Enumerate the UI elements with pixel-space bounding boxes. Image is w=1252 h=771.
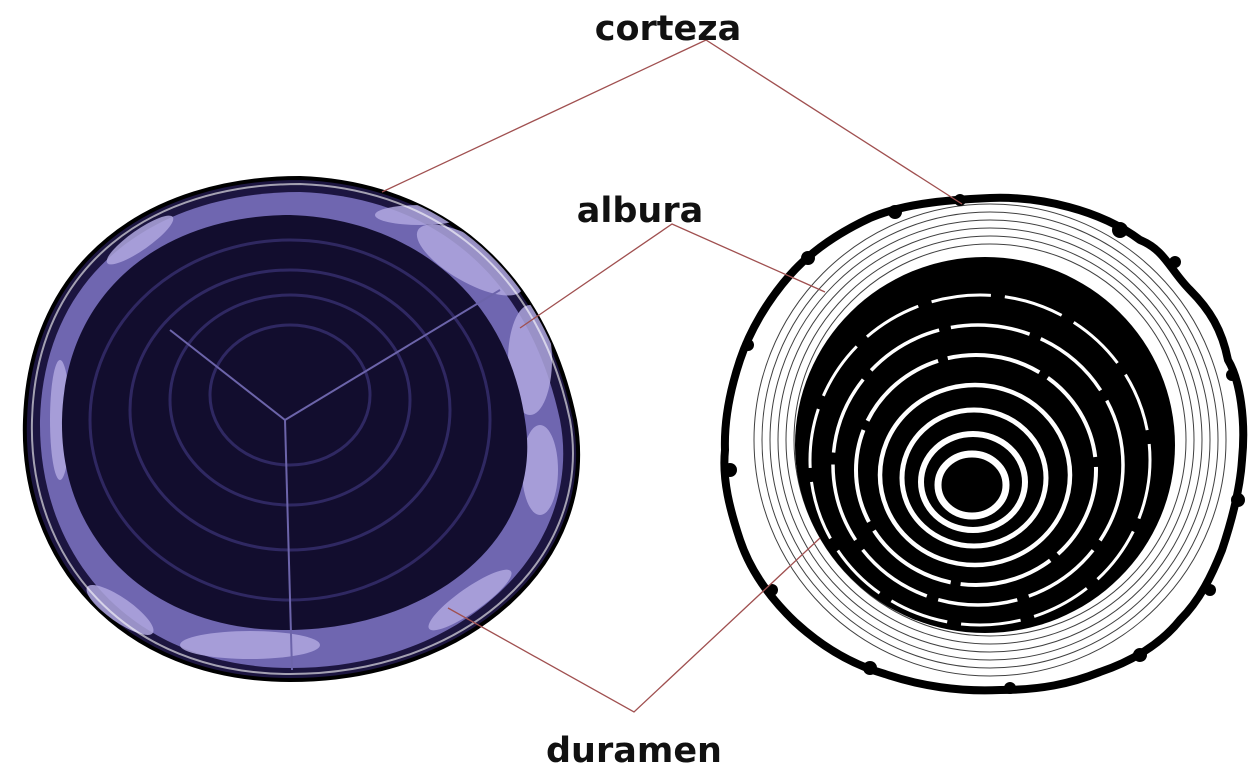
drawing-heartwood: [795, 257, 1175, 633]
leader-line-bark: [382, 40, 962, 204]
label-bark: corteza: [595, 9, 742, 49]
photo-cross-section: [25, 178, 578, 680]
label-sapwood: albura: [577, 191, 703, 231]
drawing-cross-section: [723, 194, 1245, 694]
drawing-pith: [955, 472, 987, 502]
label-heartwood: duramen: [546, 731, 722, 771]
